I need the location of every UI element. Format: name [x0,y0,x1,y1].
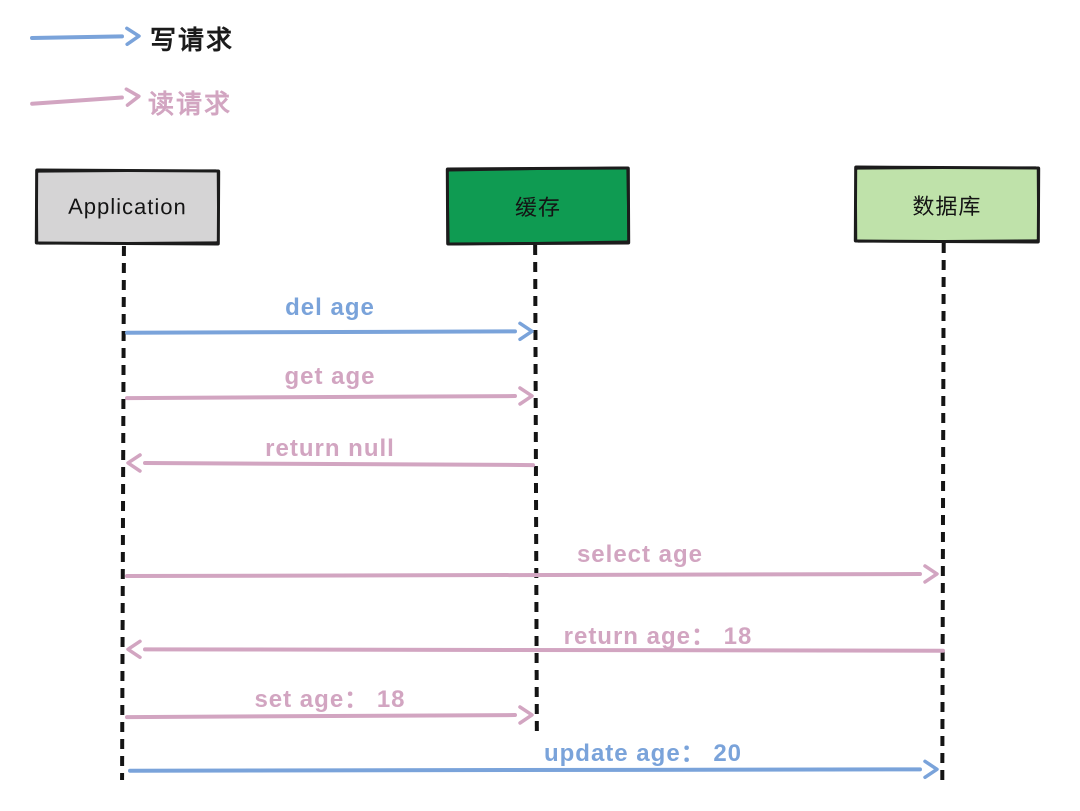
write-request-arrow-icon [29,25,142,49]
message-arrow-select-age [124,563,940,587]
arrow-line [29,34,125,40]
legend-label-write-request: 写请求 [150,25,235,55]
message-label-return-null: return null [265,435,395,462]
message-arrow-set-age-18 [124,704,535,728]
message-label-get-age: get age [284,363,376,390]
message-label-return-age-18: return age： 18 [563,623,753,650]
actor-label: 缓存 [514,194,562,221]
message-label-del-age: del age [285,294,375,321]
arrowhead-icon [125,26,141,47]
arrowhead-icon [923,759,939,780]
arrow-line [127,767,923,773]
actor-label: 数据库 [912,193,982,219]
arrowhead-icon [126,639,142,660]
arrow-line [29,95,125,106]
arrowhead-icon [518,705,534,725]
actor-label: Application [68,193,187,220]
message-arrow-update-age-20 [127,758,940,781]
message-arrow-del-age [124,320,535,343]
message-label-select-age: select age [576,541,704,568]
message-label-set-age-18: set age： 18 [254,686,406,713]
arrowhead-icon [518,386,534,406]
arrow-line [124,713,518,720]
message-arrow-return-null [125,452,536,476]
arrow-line [124,329,518,335]
actor-box-cache: 缓存 [445,166,631,246]
read-request-arrow-icon [29,85,142,115]
arrow-line [142,461,536,468]
lifeline-database [940,242,946,784]
arrowhead-icon [126,453,142,473]
arrowhead-icon [124,87,141,107]
message-arrow-return-age-18 [125,638,946,661]
message-arrow-get-age [124,385,535,409]
arrowhead-icon [518,321,534,342]
arrow-line [124,571,923,579]
actor-box-application: Application [34,168,221,246]
arrow-line [142,647,946,653]
legend-label-read-request: 读请求 [148,89,233,119]
arrow-line [124,394,518,401]
actor-box-database: 数据库 [853,165,1041,244]
message-label-update-age-20: update age： 20 [543,740,743,767]
arrowhead-icon [923,564,939,584]
